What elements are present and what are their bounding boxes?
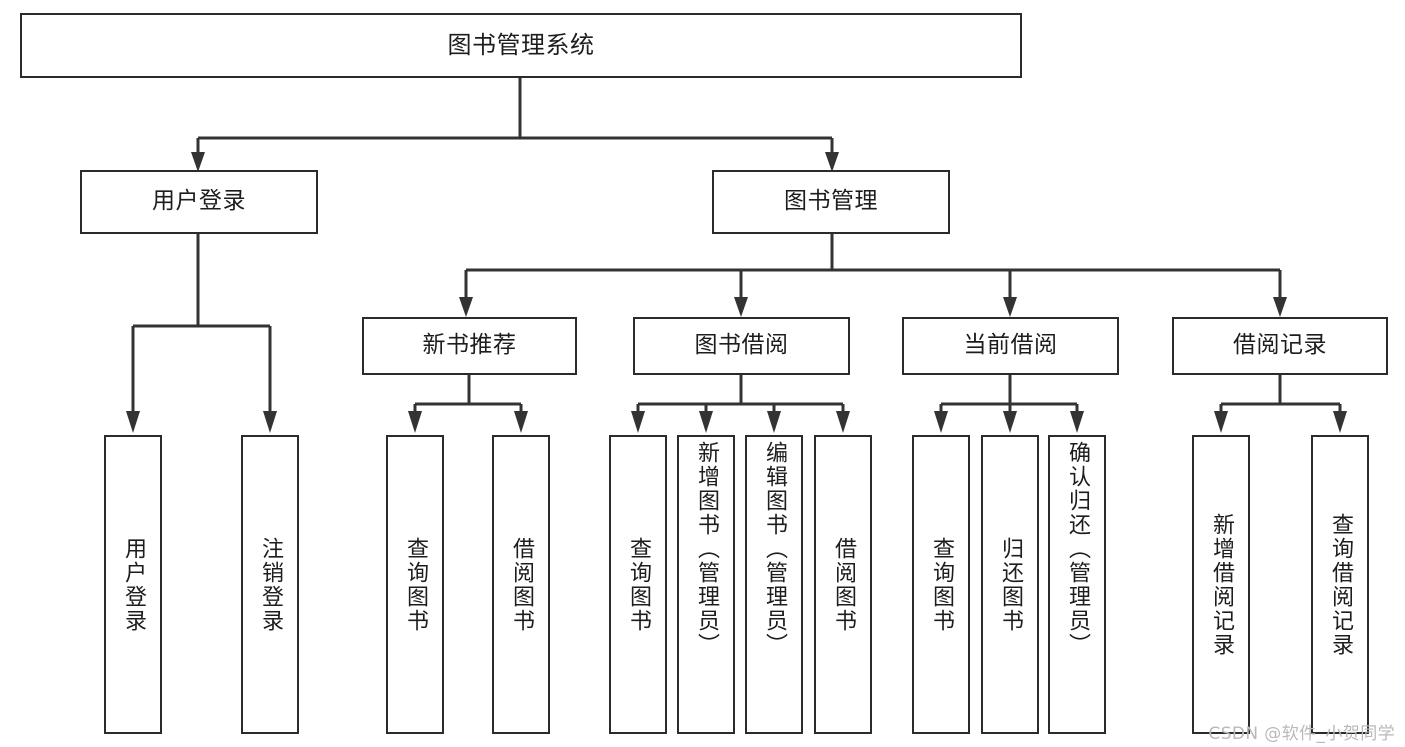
node-label: 当前借阅 xyxy=(963,332,1058,359)
node-label: 确认归还（管理员） xyxy=(1065,441,1090,657)
node-current-borrow[interactable]: 当前借阅 xyxy=(902,317,1119,375)
arrow-leaf-add-book xyxy=(699,411,713,433)
arrow-leaf-borrow-2 xyxy=(836,411,850,433)
node-label: 新增借阅记录 xyxy=(1209,512,1234,657)
node-label: 借阅图书 xyxy=(831,536,856,633)
node-label: 查询图书 xyxy=(626,536,651,633)
arrow-leaf-user-login xyxy=(126,411,140,433)
node-label: 借阅记录 xyxy=(1233,332,1327,359)
arrow-bookborrow xyxy=(734,297,748,317)
node-leaf-return-book[interactable]: 归还图书 xyxy=(981,435,1039,734)
arrow-leaf-query-2 xyxy=(631,411,645,433)
node-leaf-user-login[interactable]: 用户登录 xyxy=(104,435,162,734)
arrow-currentborrow xyxy=(1003,297,1017,317)
node-user-login[interactable]: 用户登录 xyxy=(80,170,318,234)
arrow-leaf-query-1 xyxy=(408,411,422,433)
arrow-leaf-confirm-return xyxy=(1070,411,1084,433)
node-leaf-query-book-3[interactable]: 查询图书 xyxy=(912,435,970,734)
node-leaf-query-book-1[interactable]: 查询图书 xyxy=(386,435,444,734)
watermark-text: CSDN @软件_小贺同学 xyxy=(1208,724,1395,744)
node-leaf-edit-book[interactable]: 编辑图书（管理员） xyxy=(745,435,803,734)
node-label: 查询借阅记录 xyxy=(1328,512,1353,657)
arrow-leaf-query-3 xyxy=(934,411,948,433)
node-leaf-logout-login[interactable]: 注销登录 xyxy=(241,435,299,734)
node-new-book-recommend[interactable]: 新书推荐 xyxy=(362,317,577,375)
node-label: 新增图书（管理员） xyxy=(694,441,719,657)
node-label: 图书管理 xyxy=(784,188,878,215)
arrow-userlogin xyxy=(191,152,205,172)
node-borrow-record[interactable]: 借阅记录 xyxy=(1172,317,1388,375)
node-label: 用户登录 xyxy=(152,188,246,215)
node-label: 新书推荐 xyxy=(422,332,517,359)
node-label: 注销登录 xyxy=(258,536,283,633)
node-label: 图书借阅 xyxy=(694,332,789,359)
arrow-leaf-edit-book xyxy=(767,411,781,433)
arrow-leaf-logout xyxy=(263,411,277,433)
node-leaf-add-record[interactable]: 新增借阅记录 xyxy=(1192,435,1250,734)
node-label: 图书管理系统 xyxy=(447,31,595,60)
arrow-leaf-return xyxy=(1003,411,1017,433)
node-leaf-query-record[interactable]: 查询借阅记录 xyxy=(1311,435,1369,734)
node-leaf-borrow-book-2[interactable]: 借阅图书 xyxy=(814,435,872,734)
arrow-bookmgmt xyxy=(825,152,839,172)
arrow-leaf-borrow-1 xyxy=(514,411,528,433)
node-book-borrow[interactable]: 图书借阅 xyxy=(633,317,850,375)
arrow-borrowrecord xyxy=(1273,297,1287,317)
node-label: 编辑图书（管理员） xyxy=(762,441,787,657)
node-leaf-query-book-2[interactable]: 查询图书 xyxy=(609,435,667,734)
arrow-newbook xyxy=(459,297,473,317)
node-label: 用户登录 xyxy=(121,536,146,633)
node-root-system[interactable]: 图书管理系统 xyxy=(20,13,1022,78)
node-label: 借阅图书 xyxy=(509,536,534,633)
node-leaf-confirm-return[interactable]: 确认归还（管理员） xyxy=(1048,435,1106,734)
node-label: 查询图书 xyxy=(403,536,428,633)
node-label: 查询图书 xyxy=(929,536,954,633)
node-label: 归还图书 xyxy=(998,536,1023,633)
node-leaf-borrow-book-1[interactable]: 借阅图书 xyxy=(492,435,550,734)
arrow-leaf-add-record xyxy=(1214,411,1228,433)
node-leaf-add-book[interactable]: 新增图书（管理员） xyxy=(677,435,735,734)
node-book-management[interactable]: 图书管理 xyxy=(712,170,950,234)
arrow-leaf-query-record xyxy=(1333,411,1347,433)
